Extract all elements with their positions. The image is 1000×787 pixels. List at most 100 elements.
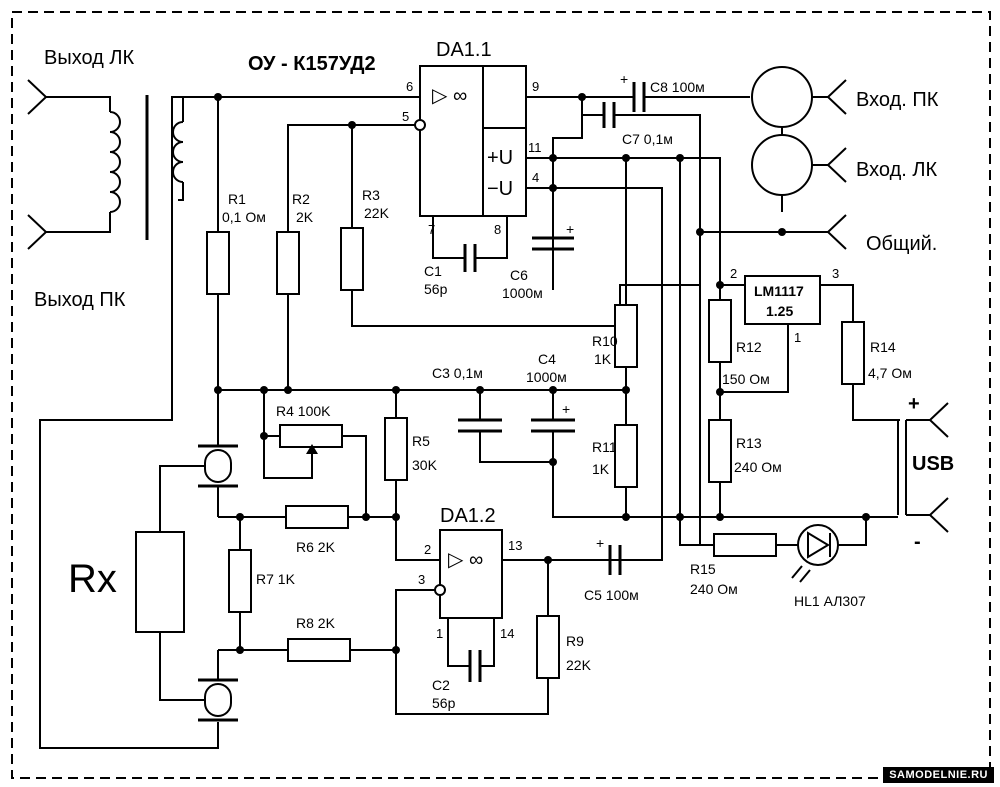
da1-1-opamp: [414, 65, 527, 217]
resistor-r6: [218, 505, 440, 561]
chip-type-label: ОУ - К157УД2: [248, 53, 376, 75]
r10-val: 1K: [594, 351, 612, 367]
capacitor-c6: +: [532, 188, 574, 251]
c1-ref: C1: [424, 263, 442, 279]
rx-label: Rx: [68, 557, 117, 601]
c8-plus: +: [620, 71, 628, 87]
capacitor-c3: [458, 390, 553, 463]
label-out-pk: Выход ПК: [34, 289, 126, 311]
r9-val: 22K: [566, 657, 592, 673]
r2-ref: R2: [292, 191, 310, 207]
jack-common: [700, 214, 847, 250]
regulator-value: 1.25: [766, 303, 793, 319]
capacitor-c7: [582, 102, 701, 545]
r11-ref: R11: [592, 439, 617, 455]
c4-ref: C4: [538, 351, 556, 367]
da1-2-opamp: [434, 529, 503, 619]
r13-val: 240 Ом: [734, 459, 782, 475]
r6-label: R6 2K: [296, 539, 336, 555]
resistor-r14: [841, 321, 900, 421]
r14-val: 4,7 Ом: [868, 365, 912, 381]
c5-plus: +: [596, 535, 604, 551]
resistor-r5: [384, 390, 408, 517]
da1-1-minus-u: −U: [487, 178, 513, 200]
c6-val: 1000м: [502, 285, 543, 301]
c6-ref: C6: [510, 267, 528, 283]
r1-val: 0,1 Ом: [222, 209, 266, 225]
da1-2-symbol: ▷ ∞: [448, 549, 483, 571]
pin-4: 4: [532, 170, 539, 185]
usb-minus: -: [914, 531, 921, 553]
watermark: SAMODELNIE.RU: [883, 767, 994, 783]
r1-ref: R1: [228, 191, 246, 207]
r9-ref: R9: [566, 633, 584, 649]
da2-pin-14: 14: [500, 626, 514, 641]
resistor-r9: [536, 560, 560, 679]
da1-1-label: DA1.1: [436, 39, 492, 61]
pin-11: 11: [528, 140, 542, 155]
resistor-r15: [713, 533, 800, 557]
resistor-r13: [708, 419, 732, 517]
c2-val: 56р: [432, 695, 456, 711]
r2-val: 2K: [296, 209, 314, 225]
reg-pin-2: 2: [730, 266, 737, 281]
r3-ref: R3: [362, 187, 380, 203]
r3-val: 22K: [364, 205, 390, 221]
reg-pin-3: 3: [832, 266, 839, 281]
r12-ref: R12: [736, 339, 762, 355]
usb-label: USB: [912, 453, 954, 475]
da2-pin-2: 2: [424, 542, 431, 557]
r7-label: R7 1K: [256, 571, 296, 587]
probe-top: [159, 390, 238, 532]
label-out-lk: Выход ЛК: [44, 47, 135, 69]
r11-val: 1K: [592, 461, 610, 477]
usb-connector: [897, 402, 949, 533]
label-in-lk: Вход. ЛК: [856, 159, 937, 181]
da1-1-plus-u: +U: [487, 147, 513, 169]
jack-in-pk: [751, 66, 847, 140]
c2-ref: C2: [432, 677, 450, 693]
resistor-rx: [135, 531, 185, 633]
pin-7: 7: [428, 222, 435, 237]
pin-5: 5: [402, 109, 409, 124]
c8-label: C8 100м: [650, 79, 705, 95]
resistor-r2: [276, 124, 415, 390]
led-hl1: [791, 517, 867, 583]
label-in-pk: Вход. ПК: [856, 89, 939, 111]
r5-val: 30K: [412, 457, 438, 473]
c1-val: 56р: [424, 281, 448, 297]
resistor-r12: [708, 285, 732, 420]
da2-pin-1: 1: [436, 626, 443, 641]
capacitor-c2: [447, 618, 495, 682]
r15-val: 240 Ом: [690, 581, 738, 597]
r15-ref: R15: [690, 561, 716, 577]
pin-8: 8: [494, 222, 501, 237]
r12-val: 150 Ом: [722, 371, 770, 387]
capacitor-c1: [432, 216, 508, 272]
da2-pin-13: 13: [508, 538, 522, 553]
c4-plus: +: [562, 401, 570, 417]
pin-9: 9: [532, 79, 539, 94]
r14-ref: R14: [870, 339, 896, 355]
c6-plus: +: [566, 221, 574, 237]
c5-label: C5 100м: [584, 587, 639, 603]
r5-ref: R5: [412, 433, 430, 449]
resistor-r10: [614, 158, 638, 425]
r4-label: R4 100K: [276, 403, 331, 419]
c4-val: 1000м: [526, 369, 567, 385]
r8-label: R8 2K: [296, 615, 336, 631]
jack-in-lk: [751, 134, 847, 212]
capacitor-c4: +: [531, 390, 575, 440]
resistor-r11: [614, 424, 638, 517]
c3-label: C3 0,1м: [432, 365, 483, 381]
c7-label: C7 0,1м: [622, 131, 673, 147]
transformer: [27, 79, 184, 395]
reg-pin-1: 1: [794, 330, 801, 345]
resistor-r8: [240, 638, 396, 662]
dashed-border: [11, 11, 991, 779]
resistor-r1: [206, 97, 230, 390]
label-common: Общий.: [866, 233, 937, 255]
pin-6: 6: [406, 79, 413, 94]
probe-bottom: [159, 632, 238, 722]
